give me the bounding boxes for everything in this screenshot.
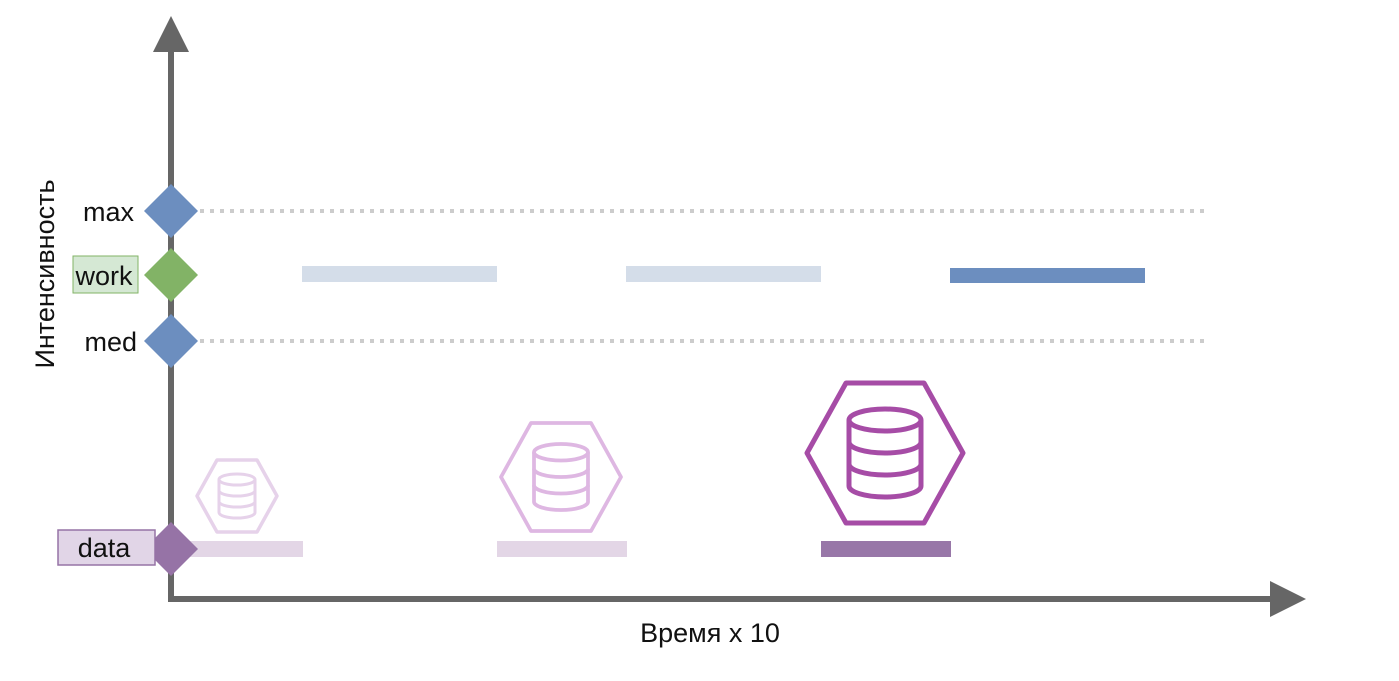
work-label: work [74,261,133,291]
database-hexagon-icon [499,421,623,533]
work-segment-3 [950,268,1145,283]
data-marker-icon [144,522,198,576]
data-segment-2 [497,541,627,557]
work-segment-1 [302,266,497,282]
data-segment-1 [190,541,303,557]
y-axis-title: Интенсивность [30,179,60,368]
x-axis-arrow-icon [1270,581,1306,617]
data-label: data [78,533,132,563]
med-label: med [84,327,137,357]
max-marker-icon [144,184,198,238]
med-marker-icon [144,314,198,368]
x-axis-title: Время x 10 [640,618,780,648]
work-segment-2 [626,266,821,282]
work-marker-icon [144,248,198,302]
work-label-bg [72,255,139,294]
data-segment-3 [821,541,951,557]
database-hexagon-icon [804,380,966,526]
y-axis-arrow-icon [153,16,189,52]
max-label: max [83,197,135,227]
database-hexagon-icon [195,458,279,534]
data-label-bg [57,529,156,566]
